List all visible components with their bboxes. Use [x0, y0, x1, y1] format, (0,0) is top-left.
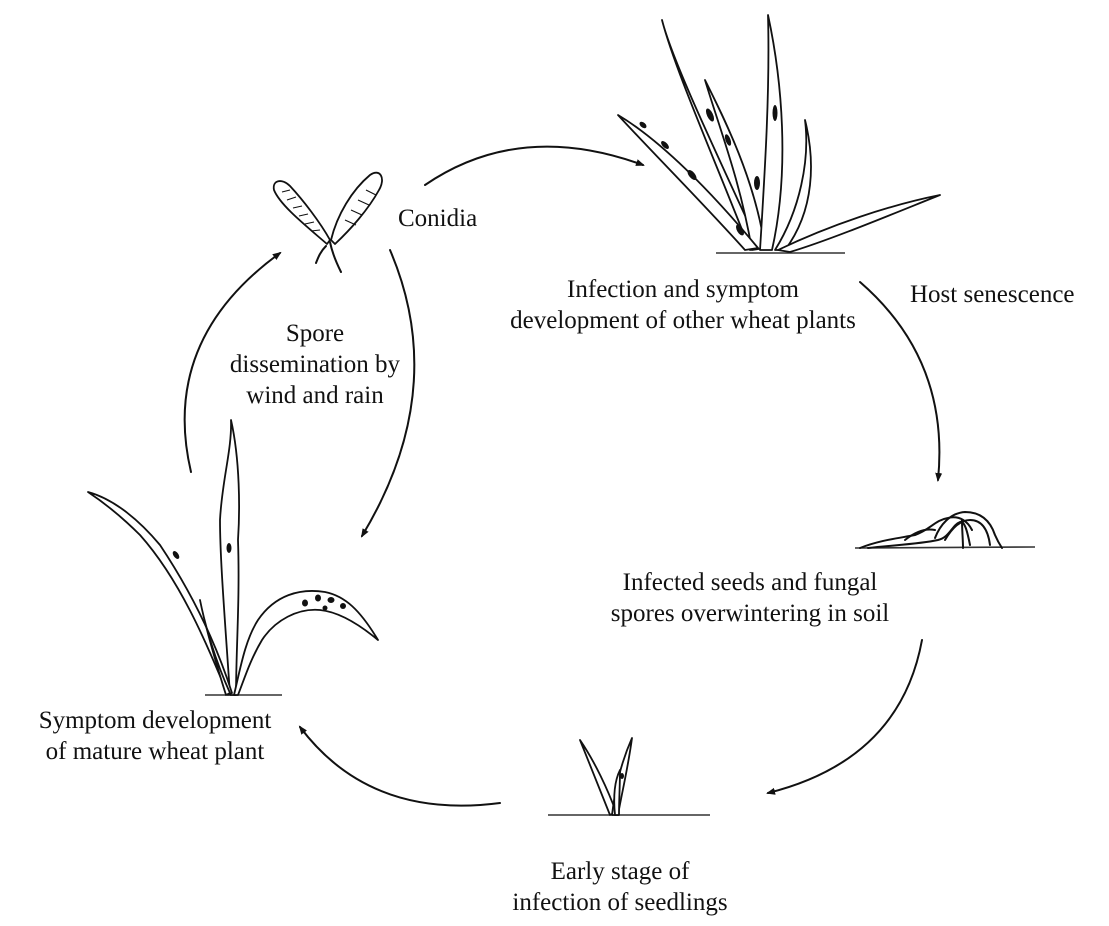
label-host-senescence: Host senescence — [910, 279, 1075, 310]
senescent-host-illustration — [855, 512, 1035, 548]
arrow-overwintering-to-seedlings — [768, 640, 922, 793]
label-line: Symptom development — [10, 705, 300, 736]
label-conidia-text: Conidia — [398, 203, 477, 234]
conidia-illustration — [274, 173, 382, 272]
label-symptom-mature-plant: Symptom development of mature wheat plan… — [10, 705, 300, 767]
label-infection-other-plants: Infection and symptom development of oth… — [458, 274, 908, 336]
label-line: of mature wheat plant — [10, 736, 300, 767]
label-line: wind and rain — [200, 380, 430, 411]
label-line: development of other wheat plants — [458, 305, 908, 336]
arrow-seedlings-to-mature — [300, 727, 500, 806]
label-early-stage-seedlings: Early stage of infection of seedlings — [470, 856, 770, 918]
seedling-illustration — [548, 738, 710, 815]
label-line: Infected seeds and fungal — [570, 567, 930, 598]
label-conidia: Conidia — [398, 203, 477, 234]
label-spore-dissemination: Spore dissemination by wind and rain — [200, 318, 430, 411]
arrow-conidia-to-infection — [425, 147, 643, 185]
label-line: Early stage of — [470, 856, 770, 887]
label-line: Infection and symptom — [458, 274, 908, 305]
infected-wheat-plants-illustration — [618, 15, 940, 253]
label-line: Host senescence — [910, 279, 1075, 310]
label-line: Spore — [200, 318, 430, 349]
label-line: spores overwintering in soil — [570, 598, 930, 629]
label-line: infection of seedlings — [470, 887, 770, 918]
label-overwintering: Infected seeds and fungal spores overwin… — [570, 567, 930, 629]
mature-wheat-plant-illustration — [88, 420, 378, 695]
label-line: dissemination by — [200, 349, 430, 380]
